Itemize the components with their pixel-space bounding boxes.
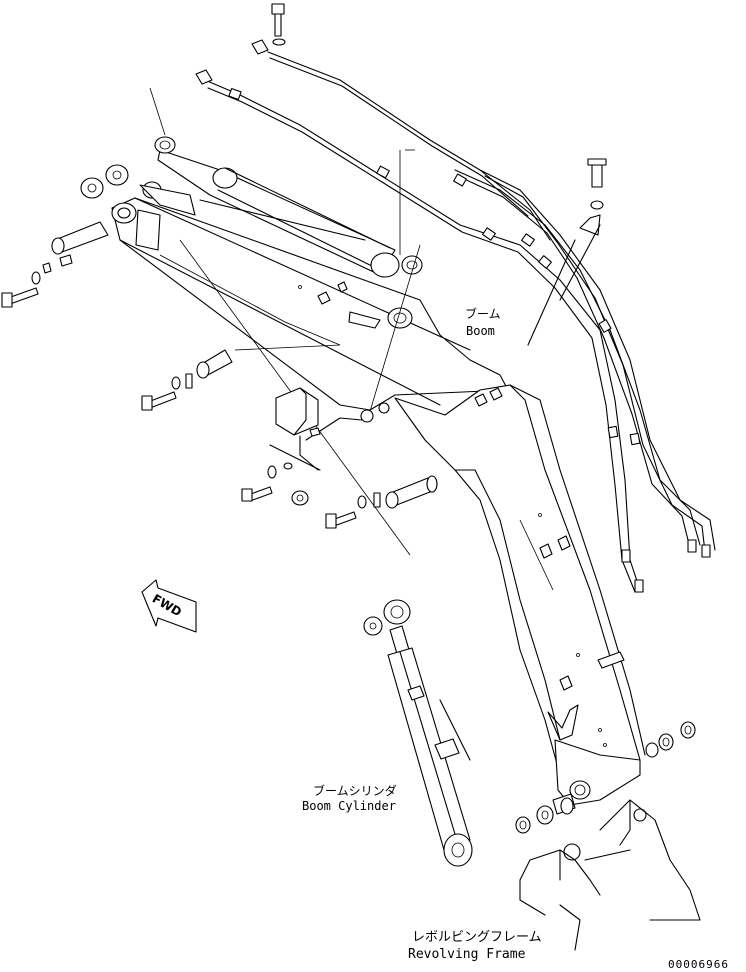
mid-pin-set — [141, 349, 233, 411]
label-boom-cylinder: ブームシリンダ Boom Cylinder — [302, 783, 397, 813]
work-light — [241, 387, 390, 506]
boom-top-pin-set — [1, 164, 129, 308]
revolving-frame-label-en: Revolving Frame — [408, 947, 526, 962]
fwd-arrow-icon: FWD — [141, 579, 197, 633]
boom — [111, 181, 646, 806]
boom-cylinder — [363, 599, 473, 867]
revolving-frame — [519, 799, 701, 951]
foot-pin-parts — [515, 721, 696, 834]
revolving-frame-label-jp: レボルビングフレーム — [412, 930, 542, 945]
label-boom: ブーム Boom — [465, 306, 501, 338]
arm-cylinder — [154, 136, 423, 278]
boom-label-en: Boom — [466, 324, 495, 338]
boom-label-jp: ブーム — [465, 306, 501, 321]
drawing-number: 00006966 — [668, 958, 729, 971]
label-revolving-frame: レボルビングフレーム Revolving Frame — [408, 930, 542, 962]
boom-cylinder-label-en: Boom Cylinder — [302, 799, 396, 813]
hydraulic-pipes — [195, 39, 716, 593]
clip-bolt-right — [527, 158, 607, 346]
boom-cylinder-label-jp: ブームシリンダ — [313, 783, 397, 798]
bolt-top — [271, 3, 286, 46]
leader-lines — [149, 87, 554, 591]
lower-pin-set — [325, 475, 438, 529]
